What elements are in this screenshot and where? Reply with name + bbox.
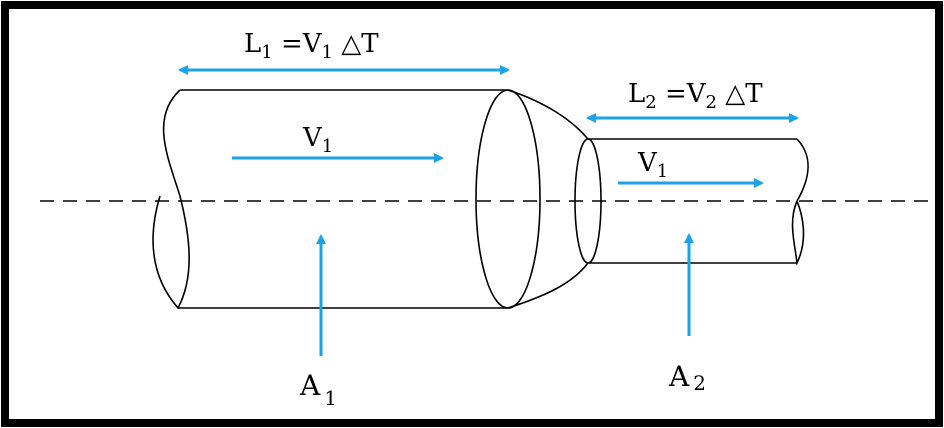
v1-label-right: V1 [637,148,668,182]
small-pipe-cut-end [791,138,809,266]
small-pipe [574,138,809,266]
l2-label: L2 =V2 △T [628,79,763,113]
reducer-transition [507,89,589,309]
large-pipe-cut-end [152,89,190,310]
l1-label: L1 =V1 △T [244,29,379,63]
v1-label-left: V1 [302,123,333,157]
reducer-top-curve [507,89,589,140]
small-pipe-section-ellipse [574,138,602,264]
reducer-bottom-curve [507,262,589,309]
